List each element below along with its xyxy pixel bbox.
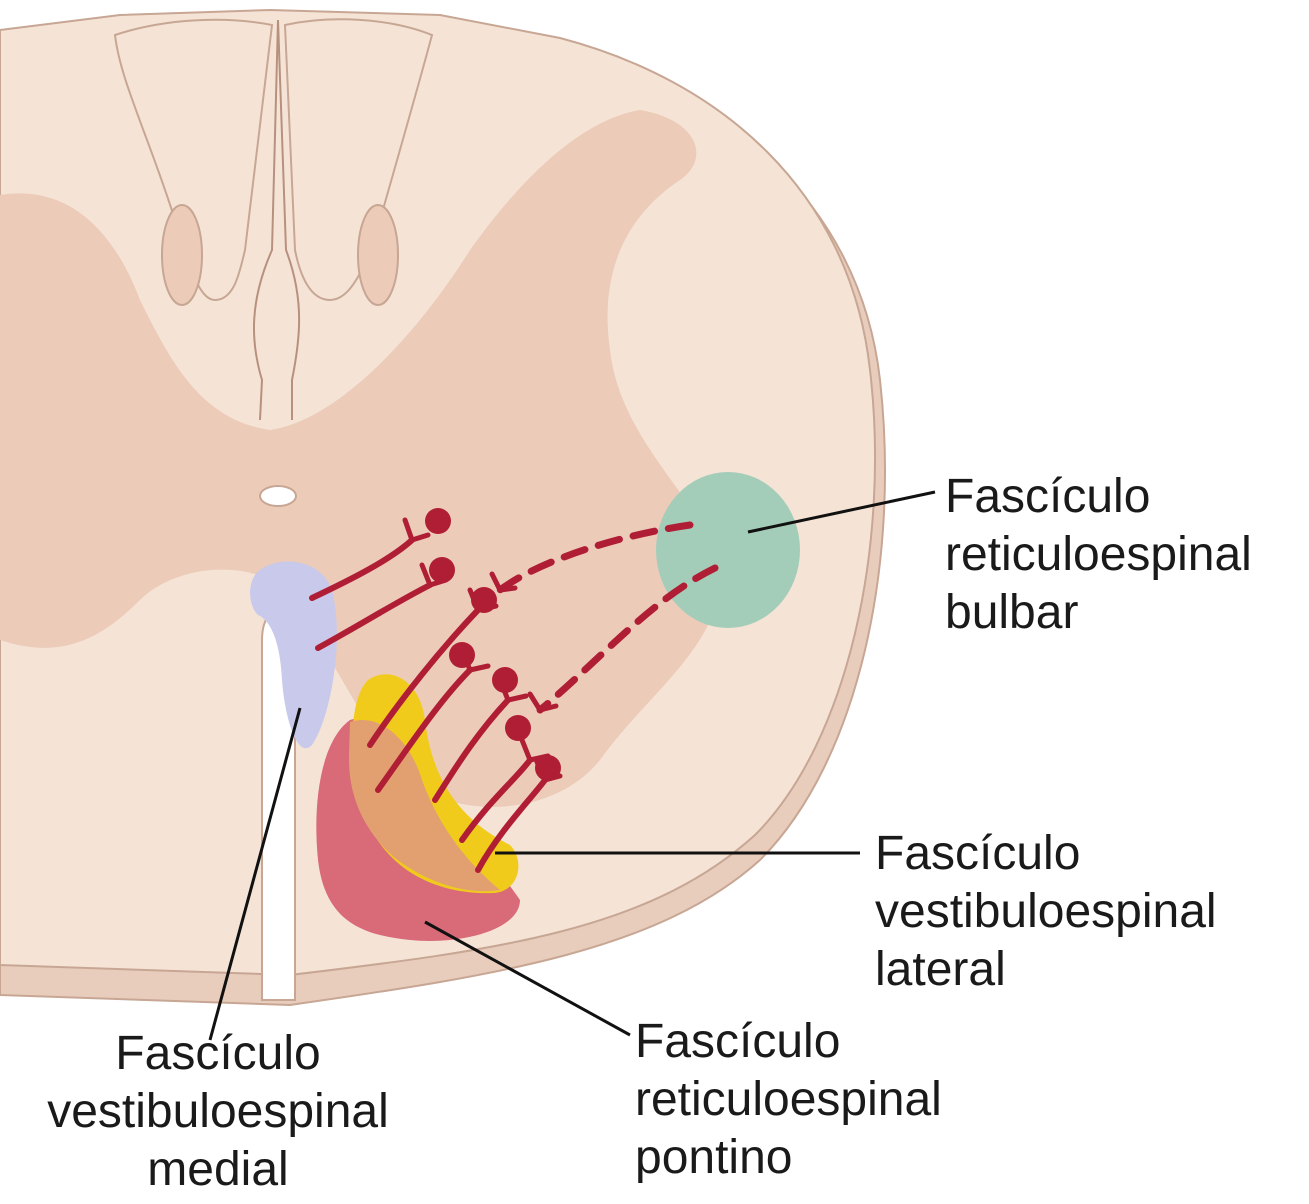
label-medial-line2: vestibuloespinal: [18, 1083, 418, 1141]
label-lateral-vestibulospinal: Fascículo vestibuloespinal lateral: [875, 825, 1217, 999]
label-pontine-line3: pontino: [635, 1129, 942, 1187]
label-lateral-line3: lateral: [875, 941, 1217, 999]
label-bulbar-line2: reticuloespinal: [945, 526, 1252, 584]
neuron-body-1: [425, 508, 451, 534]
label-bulbar-reticulospinal: Fascículo reticuloespinal bulbar: [945, 468, 1252, 642]
central-canal: [260, 486, 296, 506]
label-medial-line3: medial: [18, 1141, 418, 1199]
label-medial-vestibulospinal: Fascículo vestibuloespinal medial: [18, 1025, 418, 1199]
bulbar-reticulospinal-tract: [656, 472, 800, 628]
neuron-body-5: [492, 667, 518, 693]
label-bulbar-line1: Fascículo: [945, 468, 1252, 526]
dorsal-horn-notch-left: [162, 205, 202, 305]
label-lateral-line1: Fascículo: [875, 825, 1217, 883]
label-pontine-reticulospinal: Fascículo reticuloespinal pontino: [635, 1013, 942, 1187]
label-pontine-line2: reticuloespinal: [635, 1071, 942, 1129]
neuron-body-6: [505, 715, 531, 741]
neuron-body-7: [535, 755, 561, 781]
label-lateral-line2: vestibuloespinal: [875, 883, 1217, 941]
dorsal-horn-notch-right: [358, 205, 398, 305]
label-medial-line1: Fascículo: [18, 1025, 418, 1083]
label-pontine-line1: Fascículo: [635, 1013, 942, 1071]
neuron-body-3: [471, 587, 497, 613]
neuron-body-2: [429, 557, 455, 583]
neuron-body-4: [449, 642, 475, 668]
label-bulbar-line3: bulbar: [945, 584, 1252, 642]
